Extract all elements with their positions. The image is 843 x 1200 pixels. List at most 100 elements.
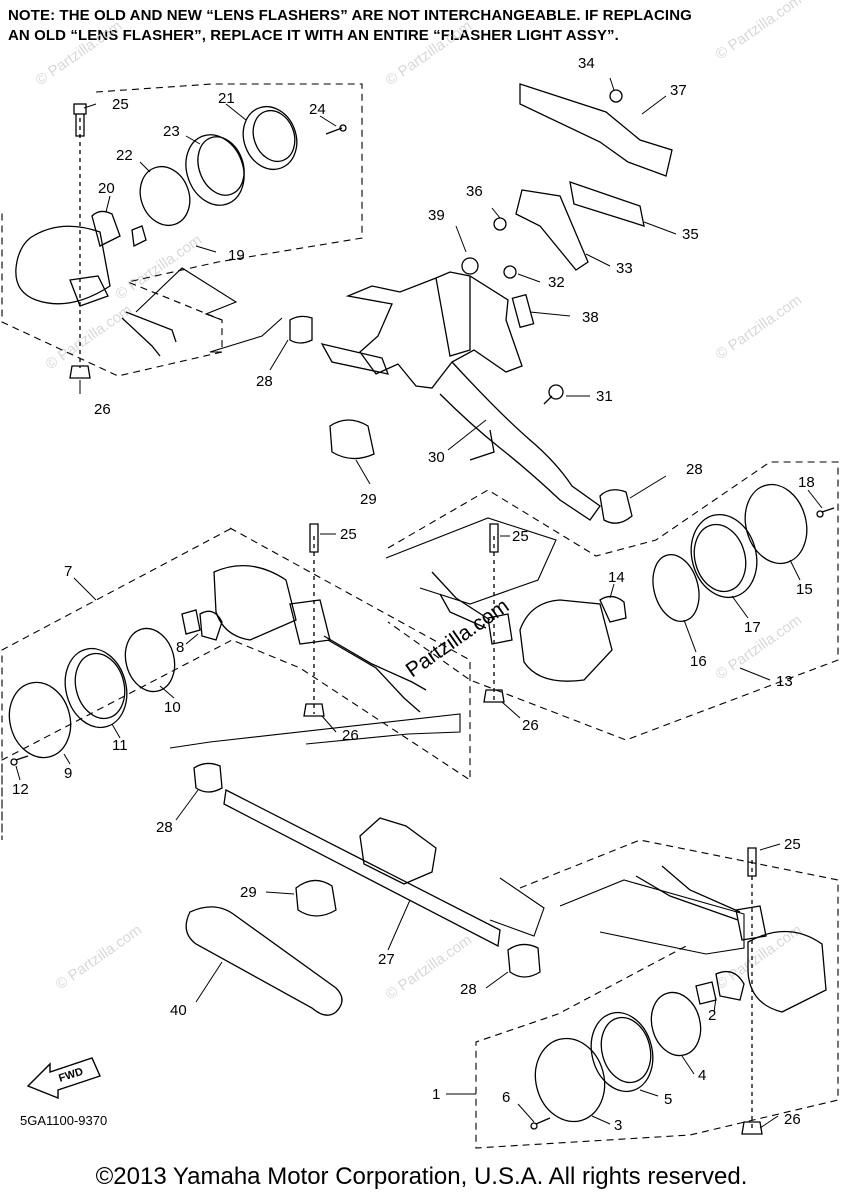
- wire-outline-bottom: [559, 879, 745, 955]
- grommet-28-top: [289, 315, 313, 344]
- plate-35: [569, 181, 645, 227]
- lower-bar-group: [185, 762, 541, 1016]
- gasket-4: [650, 991, 702, 1057]
- callout-19: 19: [228, 247, 245, 264]
- callout-39: 39: [428, 207, 445, 224]
- ring-11-inner: [74, 652, 126, 720]
- clamp-7: [289, 599, 331, 645]
- clamp-13: [487, 613, 513, 645]
- socket-plate-19: [131, 225, 147, 247]
- nut-26-right: [483, 689, 505, 703]
- wire-outlines: [135, 267, 745, 955]
- bar-27: [223, 789, 501, 948]
- wire-13-a: [431, 571, 491, 621]
- callout-11: 11: [112, 737, 128, 754]
- callout-3: 3: [614, 1117, 622, 1134]
- callouts: 25 21 24 23 22 20 19 26 28 29 30 31 38 3…: [12, 55, 815, 1134]
- gasket-22: [139, 165, 191, 227]
- gasket-10: [124, 627, 176, 693]
- flasher-assembly-7: [8, 523, 427, 766]
- callout-10: 10: [164, 699, 181, 716]
- note-text: NOTE: THE OLD AND NEW “LENS FLASHERS” AR…: [8, 6, 836, 46]
- nut-26-top: [69, 365, 91, 379]
- callout-30: 30: [428, 449, 445, 466]
- flasher-body-19: [15, 225, 111, 305]
- cover-29-bottom: [295, 879, 337, 917]
- bolt-25-mid: [309, 523, 319, 553]
- bulb-2: [715, 970, 745, 1001]
- grommet-28-right: [599, 489, 633, 524]
- assembly-13-outline: [387, 461, 839, 741]
- bolt-25-bottom: [747, 847, 757, 877]
- bulb-14: [599, 595, 627, 623]
- callout-17: 17: [744, 619, 761, 636]
- grommet-28-bottom: [507, 943, 541, 978]
- flasher-clamp-19: [69, 275, 109, 307]
- wire-19-a: [125, 311, 177, 343]
- flasher-assembly-13: [431, 483, 835, 703]
- copyright-text: ©2013 Yamaha Motor Corporation, U.S.A. A…: [95, 1163, 748, 1190]
- screw-12-head: [10, 758, 18, 766]
- tab-30: [469, 429, 495, 461]
- wire-outline-right: [385, 517, 557, 605]
- lens-3: [534, 1037, 606, 1123]
- callout-25: 25: [784, 836, 801, 853]
- callout-23: 23: [163, 123, 180, 140]
- callout-28: 28: [686, 461, 703, 478]
- wire-19-b: [121, 317, 161, 357]
- tube-30: [439, 361, 601, 521]
- wire-outline-top-b: [209, 317, 283, 353]
- callout-14: 14: [608, 569, 625, 586]
- screw-6-head: [530, 1122, 538, 1130]
- bolt-31-shaft: [543, 395, 553, 405]
- callout-35: 35: [682, 226, 699, 243]
- bracket-30-plate: [345, 271, 523, 389]
- callout-5: 5: [664, 1091, 672, 1108]
- wire-7-a: [323, 635, 427, 691]
- bolt-25-right: [489, 523, 499, 553]
- callout-26: 26: [522, 717, 539, 734]
- wire-outline-mid: [169, 713, 461, 749]
- callout-28: 28: [156, 819, 173, 836]
- housing-1: [747, 930, 827, 1013]
- tube-stub-30: [320, 343, 390, 375]
- callout-40: 40: [170, 1002, 187, 1019]
- bracket-37: [519, 83, 673, 177]
- grommet-28-left: [193, 762, 223, 793]
- flasher-assembly-19: [15, 103, 347, 379]
- callout-37: 37: [670, 82, 687, 99]
- plate-33: [515, 189, 589, 271]
- callout-34: 34: [578, 55, 595, 72]
- bulb-20: [91, 210, 121, 247]
- screw-18: [821, 507, 835, 513]
- callout-26: 26: [94, 401, 111, 418]
- bolt-31: [548, 384, 564, 400]
- watermark-center: Partzilla.com: [402, 594, 514, 682]
- callout-38: 38: [582, 309, 599, 326]
- callout-33: 33: [616, 260, 633, 277]
- assembly-outlines: [1, 83, 839, 1149]
- watermark: © Partzilla.com: [713, 291, 806, 363]
- callout-16: 16: [690, 653, 707, 670]
- ring-17-inner: [693, 523, 747, 593]
- callout-31: 31: [596, 388, 613, 405]
- lens-9: [8, 681, 72, 759]
- callout-20: 20: [98, 180, 115, 197]
- screw-6: [535, 1117, 551, 1125]
- watermark: © Partzilla.com: [33, 17, 126, 89]
- callout-18: 18: [798, 474, 815, 491]
- callout-22: 22: [116, 147, 133, 164]
- bracket-30-gusset: [435, 276, 471, 357]
- bolt-25-head-top: [73, 103, 87, 115]
- lens-15: [744, 483, 808, 565]
- callout-26: 26: [342, 727, 359, 744]
- leader-lines: [15, 77, 823, 1129]
- clamp-1: [735, 905, 767, 941]
- diagram-code: 5GA1100-9370: [20, 1113, 108, 1128]
- ring-11: [64, 647, 128, 729]
- wire-outline-top: [135, 267, 238, 321]
- bracket-27: [359, 817, 437, 885]
- ring-5: [590, 1011, 654, 1093]
- housing-7: [213, 565, 297, 641]
